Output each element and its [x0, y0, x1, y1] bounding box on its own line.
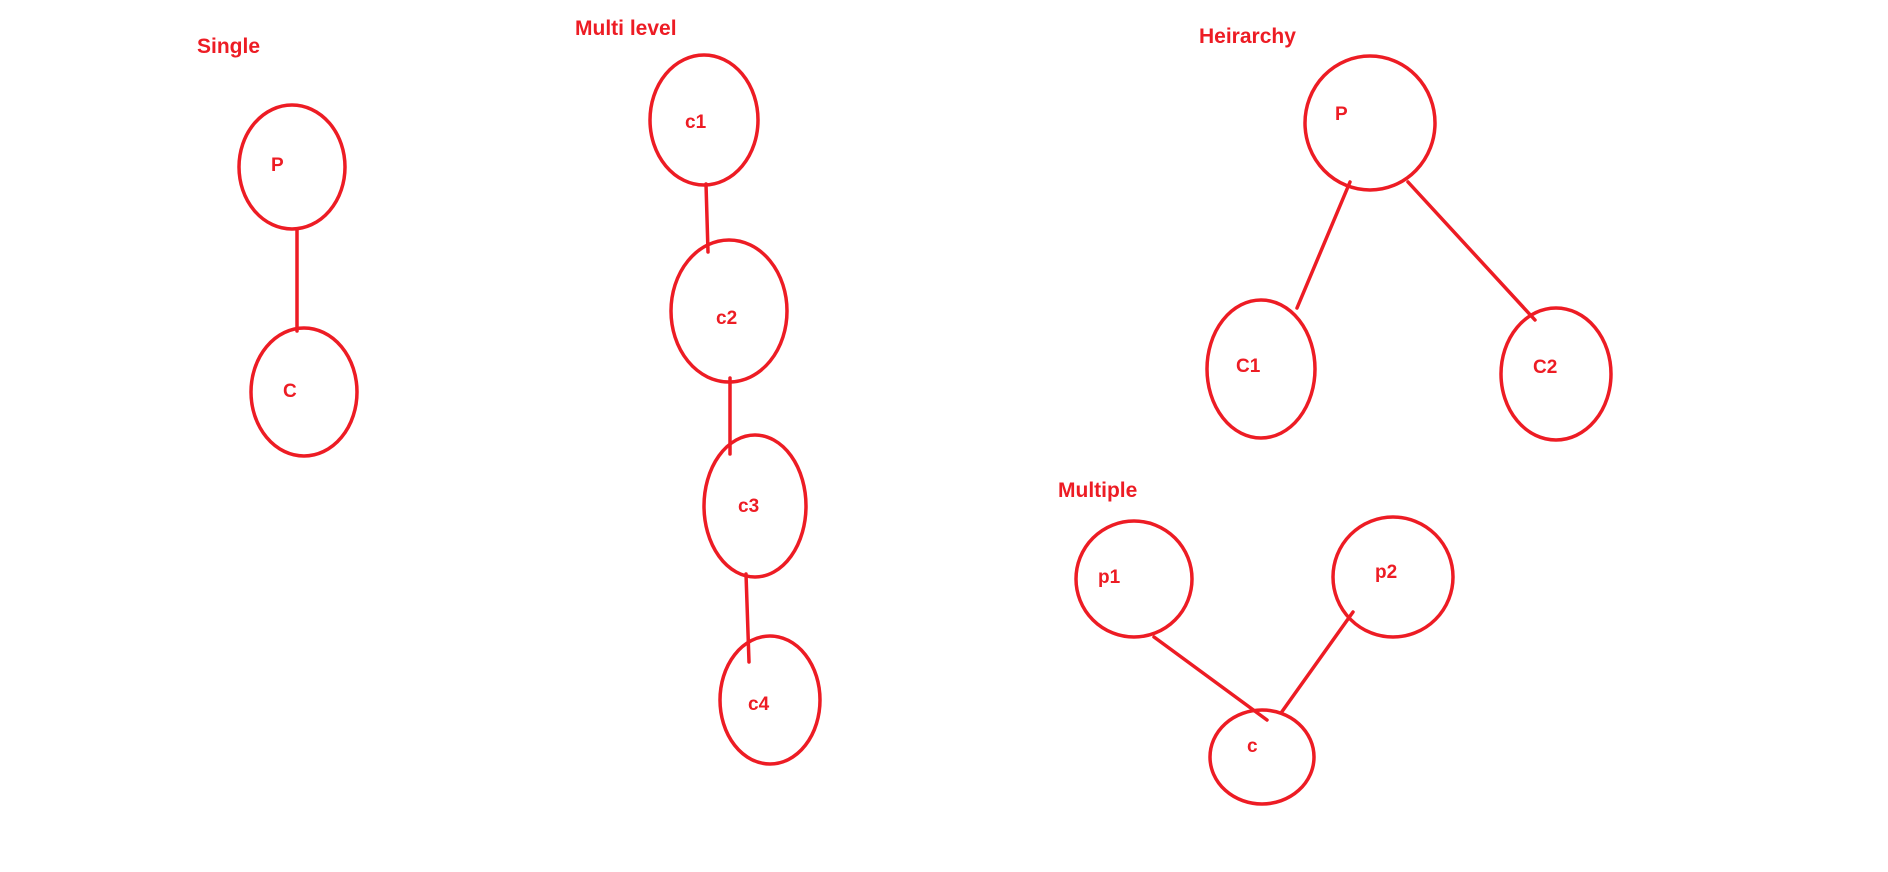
multi-level-node-c4-label: c4 [748, 694, 770, 715]
multiple-diagram: Multiple p1 p2 c [1058, 479, 1455, 806]
multiple-node-p1 [1074, 519, 1194, 639]
hierarchy-diagram: Heirarchy P C1 C2 [1199, 25, 1613, 442]
hierarchy-node-c2-label: C2 [1533, 357, 1557, 378]
multi-level-node-c1-label: c1 [685, 112, 707, 133]
multiple-node-p1-label: p1 [1098, 567, 1121, 588]
multi-level-node-c3-label: c3 [738, 496, 759, 517]
multi-level-node-c2-label: c2 [716, 308, 737, 329]
multi-level-diagram: Multi level c1 c2 c3 c4 [575, 17, 822, 766]
multi-level-node-c3 [702, 433, 808, 579]
multiple-node-c-label: c [1247, 736, 1258, 757]
hierarchy-node-p [1303, 54, 1437, 192]
multiple-edge-p1-c [1152, 635, 1269, 722]
multiple-edge-p2-c [1279, 610, 1355, 715]
multiple-node-c [1208, 708, 1316, 806]
hierarchy-edge-p-c1 [1295, 180, 1352, 310]
multiple-node-p2 [1331, 515, 1455, 639]
single-node-c [249, 326, 359, 458]
single-node-p [237, 103, 347, 231]
multi-level-edge-c3-c4 [744, 572, 751, 664]
single-title: Single [197, 35, 260, 58]
multiple-title: Multiple [1058, 479, 1137, 502]
multi-level-edge-c1-c2 [704, 182, 710, 254]
hierarchy-node-c2 [1499, 306, 1613, 442]
multiple-node-p2-label: p2 [1375, 562, 1397, 583]
hierarchy-title: Heirarchy [1199, 25, 1296, 48]
multi-level-node-c4 [718, 634, 822, 766]
multi-level-title: Multi level [575, 17, 677, 40]
hierarchy-node-p-label: P [1335, 104, 1348, 125]
single-node-c-label: C [283, 381, 297, 402]
hierarchy-node-c1 [1205, 298, 1317, 440]
single-node-p-label: P [271, 155, 284, 176]
hierarchy-node-c1-label: C1 [1236, 356, 1261, 377]
multi-level-node-c1 [648, 53, 760, 187]
single-diagram: Single P C [197, 35, 359, 458]
hierarchy-edge-p-c2 [1406, 180, 1537, 322]
